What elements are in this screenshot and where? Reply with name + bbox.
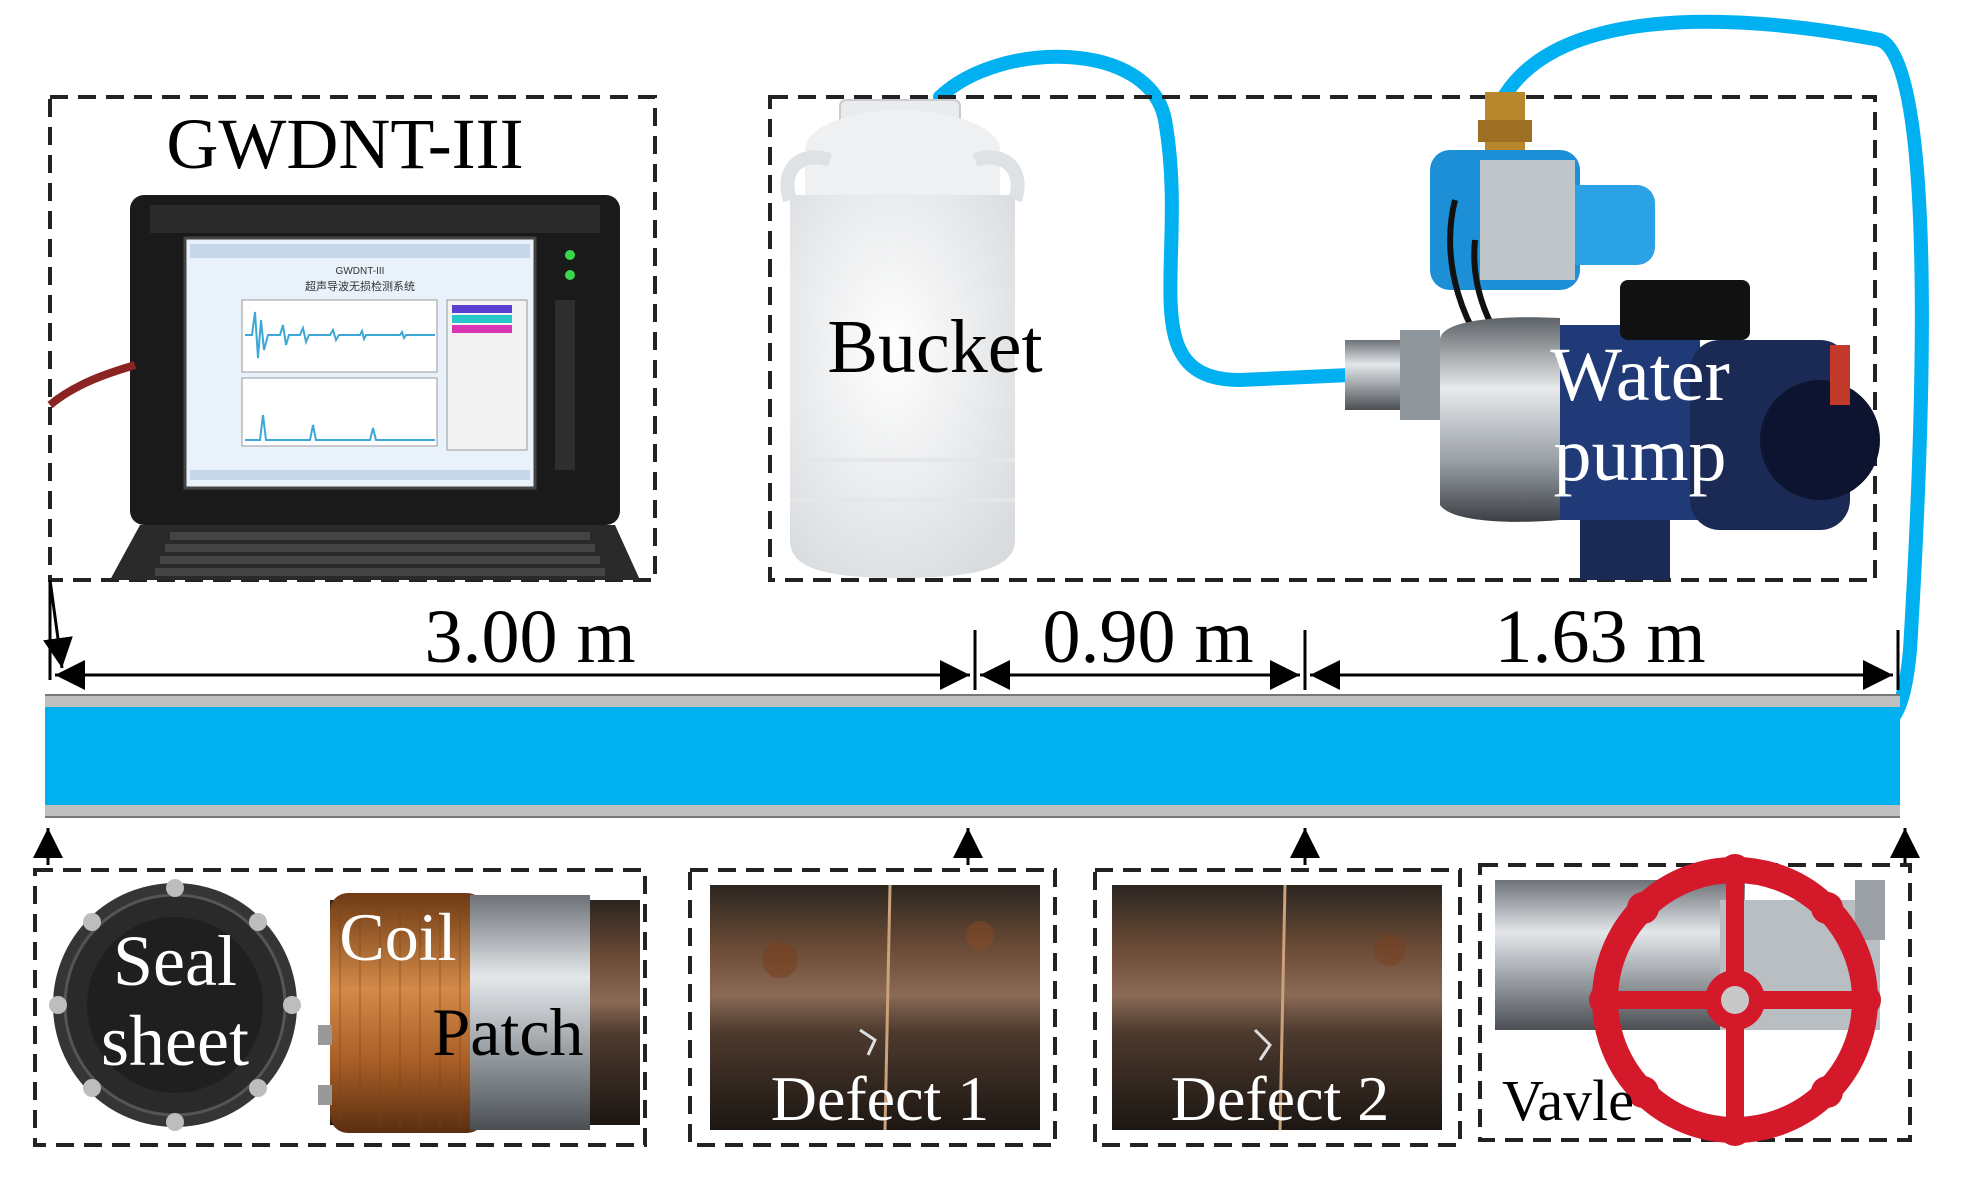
water-pump-label-line2: pump — [1553, 413, 1726, 497]
valve-label: Vavle — [1502, 1068, 1634, 1133]
seal-sheet-label-line2: sheet — [101, 1001, 249, 1081]
dimension-line — [43, 579, 1900, 690]
pipe-wall-top — [45, 695, 1900, 707]
defect2-photo — [1112, 884, 1442, 1131]
coil-label: Coil — [339, 899, 456, 975]
pipe-wall-bottom — [45, 805, 1900, 817]
gwdnt-instrument: GWDNT-III 超声导波无损检测系统 — [47, 195, 640, 580]
patch-label: Patch — [432, 994, 583, 1070]
dimension-1-63: 1.63 m — [1494, 595, 1705, 679]
bucket-label: Bucket — [827, 305, 1042, 389]
transducer-frame — [33, 868, 647, 1147]
valve-frame — [1478, 863, 1912, 1142]
coil-and-patch — [318, 893, 640, 1133]
return-hose — [1498, 14, 1929, 737]
water-hose — [933, 49, 1357, 388]
defect2-frame — [1093, 868, 1462, 1147]
pipe-water — [45, 707, 1900, 805]
water-pump — [1345, 92, 1880, 580]
screen-title: GWDNT-III — [336, 266, 385, 277]
water-pump-label-line1: Water — [1550, 333, 1730, 417]
valve-photo — [1495, 854, 1885, 1146]
seal-sheet-label-line1: Seal — [113, 921, 237, 1001]
dimension-3-00: 3.00 m — [424, 595, 635, 679]
instrument-title: GWDNT-III — [166, 104, 523, 184]
seal-sheet — [49, 879, 301, 1131]
pump-frame — [768, 95, 1877, 582]
bucket — [780, 99, 1025, 578]
screen-subtitle: 超声导波无损检测系统 — [305, 279, 415, 293]
pointer-arrows — [33, 828, 1920, 865]
defect2-label: Defect 2 — [1171, 1063, 1390, 1134]
dimension-0-90: 0.90 m — [1042, 595, 1253, 679]
defect1-photo — [710, 884, 1040, 1131]
defect1-frame — [688, 868, 1057, 1147]
instrument-frame — [48, 95, 657, 582]
waveform-lower — [245, 414, 435, 441]
defect1-label: Defect 1 — [771, 1063, 990, 1134]
waveform-upper — [245, 311, 435, 359]
